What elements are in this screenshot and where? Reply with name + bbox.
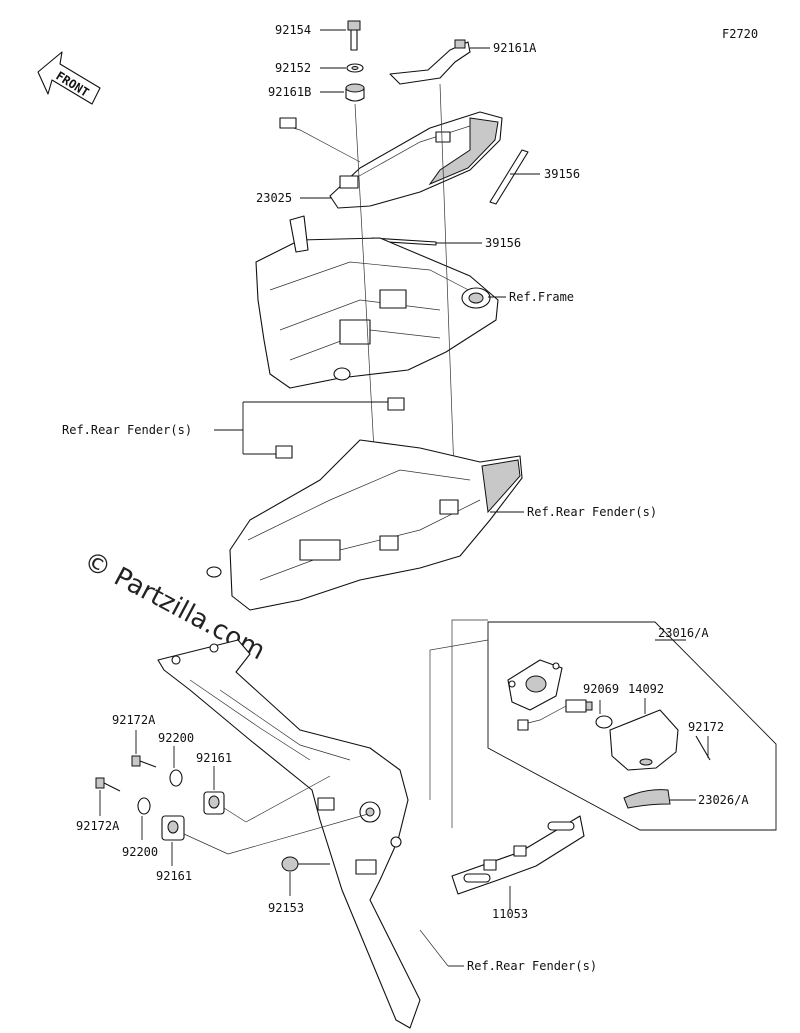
- label-11053: 11053: [492, 907, 528, 921]
- label-39156-b: 39156: [485, 236, 521, 250]
- label-92161-bot: 92161: [156, 869, 192, 883]
- label-23016A: 23016/A: [658, 626, 709, 640]
- tail-light-23025: [279, 111, 503, 209]
- label-92153: 92153: [268, 901, 304, 915]
- strip-39156-a: [489, 149, 529, 205]
- collar-92152: [346, 63, 364, 73]
- label-92152: 92152: [275, 61, 311, 75]
- screw-92153: [281, 856, 330, 872]
- label-92161A: 92161A: [493, 41, 537, 55]
- label-23025: 23025: [256, 191, 292, 205]
- clip-lower: [275, 445, 293, 459]
- bulb: [595, 715, 613, 729]
- lens-14092: [609, 709, 679, 771]
- fender-bracket: [157, 639, 421, 1029]
- label-ref-rear-fender-1: Ref.Rear Fender(s): [62, 423, 192, 437]
- diagram-code: F2720: [722, 27, 758, 41]
- grommet-92161B: [345, 83, 365, 102]
- label-92154: 92154: [275, 23, 311, 37]
- label-23026A: 23026/A: [698, 793, 749, 807]
- socket-92069: [517, 699, 593, 731]
- bracket-92161A: [389, 39, 471, 85]
- label-92069: 92069: [583, 682, 619, 696]
- washer-92200-top: [169, 769, 183, 787]
- washer-92200-bot: [137, 797, 151, 815]
- label-92161-top: 92161: [196, 751, 232, 765]
- gasket-23026A: [623, 789, 671, 809]
- label-92172: 92172: [688, 720, 724, 734]
- label-92172A-bot: 92172A: [76, 819, 120, 833]
- lamp-housing: [507, 659, 563, 711]
- rear-fender-upper: [206, 439, 523, 611]
- plate-bracket-11053: [451, 815, 585, 895]
- label-92172A-top: 92172A: [112, 713, 156, 727]
- clip-upper: [387, 397, 405, 411]
- label-ref-frame: Ref.Frame: [509, 290, 574, 304]
- label-92200-bot: 92200: [122, 845, 158, 859]
- label-92161B: 92161B: [268, 85, 311, 99]
- bolt-92172A-top: [131, 755, 157, 768]
- front-arrow-icon: FRONT: [37, 51, 101, 105]
- grommet-92161-top: [203, 791, 225, 815]
- grommet-92161-bot: [161, 815, 185, 841]
- lamp-group-outline: [487, 621, 777, 831]
- bolt-92172A-bot: [95, 777, 121, 792]
- label-92200-top: 92200: [158, 731, 194, 745]
- frame-assembly: [255, 215, 499, 389]
- label-ref-rear-fender-2: Ref.Rear Fender(s): [527, 505, 657, 519]
- bolt-92154: [347, 20, 361, 51]
- label-39156-a: 39156: [544, 167, 580, 181]
- label-14092: 14092: [628, 682, 664, 696]
- label-ref-rear-fender-3: Ref.Rear Fender(s): [467, 959, 597, 973]
